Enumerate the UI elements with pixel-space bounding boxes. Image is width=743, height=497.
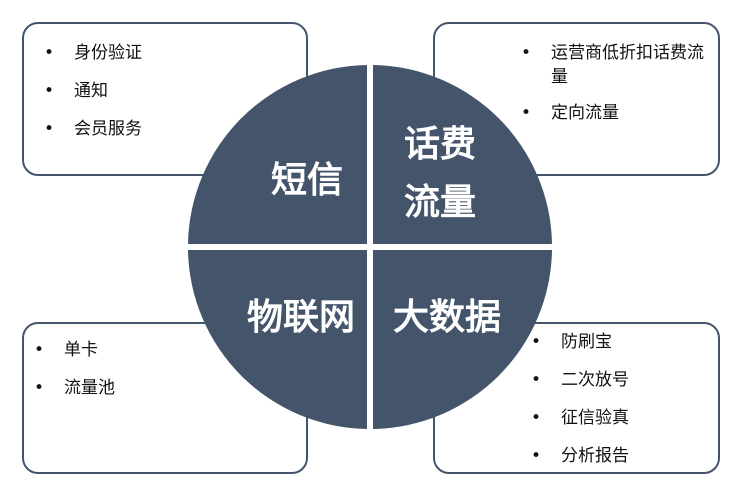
sms-title: 短信 [270, 160, 343, 201]
iot-list: 单卡 流量池 [34, 338, 115, 414]
quadrant-bottom-left [188, 250, 367, 429]
phone-data-title-line2: 流量 [403, 182, 476, 223]
iot-title: 物联网 [246, 297, 355, 338]
list-item: 会员服务 [44, 117, 142, 141]
iot-box: 单卡 流量池 [22, 322, 308, 474]
quadrant-top-left [188, 65, 367, 244]
list-item: 二次放号 [531, 368, 629, 392]
quadrant-top-right [373, 65, 552, 244]
quadrant-bottom-right [373, 250, 552, 429]
phone-data-list: 运营商低折扣话费流量 定向流量 [521, 41, 711, 137]
big-data-list: 防刷宝 二次放号 征信验真 分析报告 [531, 330, 629, 482]
big-data-title: 大数据 [392, 297, 501, 338]
list-item: 运营商低折扣话费流量 [521, 41, 711, 89]
list-item: 流量池 [34, 376, 115, 400]
list-item: 征信验真 [531, 406, 629, 430]
list-item: 分析报告 [531, 444, 629, 468]
list-item: 身份验证 [44, 41, 142, 65]
list-item: 通知 [44, 79, 142, 103]
list-item: 单卡 [34, 338, 115, 362]
phone-data-title-line1: 话费 [403, 124, 476, 165]
sms-box: 身份验证 通知 会员服务 [22, 22, 308, 176]
list-item: 防刷宝 [531, 330, 629, 354]
list-item: 定向流量 [521, 101, 711, 125]
sms-list: 身份验证 通知 会员服务 [44, 41, 142, 155]
